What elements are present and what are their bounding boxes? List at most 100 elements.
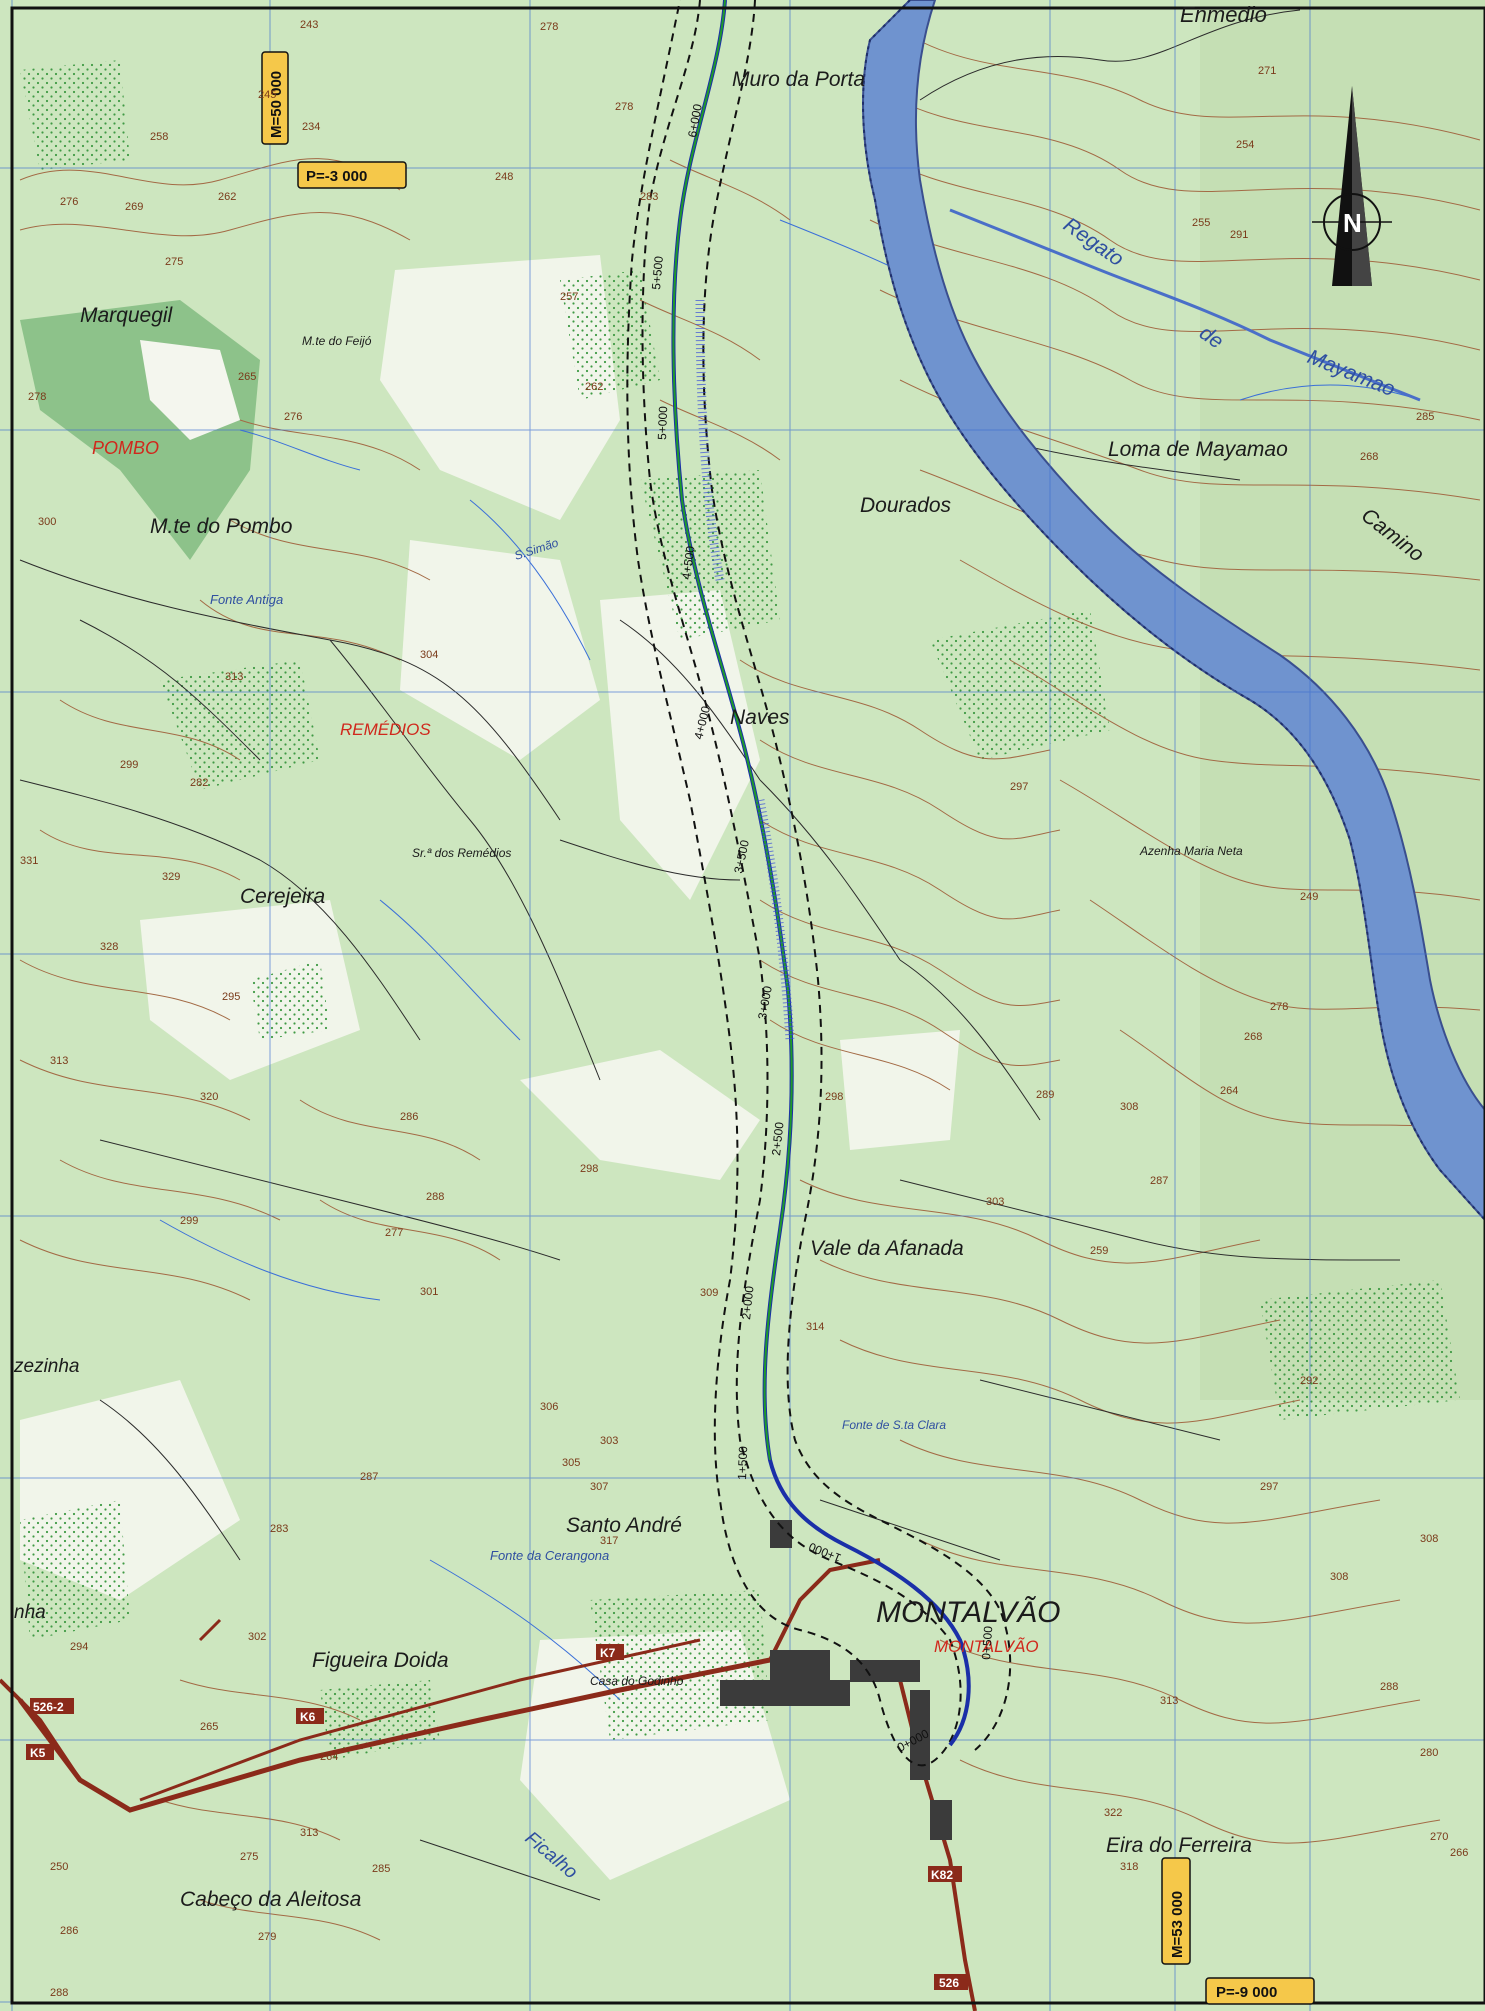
spot-height: 314 — [806, 1321, 824, 1333]
spot-height: 262 — [585, 381, 603, 393]
svg-text:3+000: 3+000 — [755, 985, 775, 1021]
north-letter: N — [1343, 208, 1362, 238]
spot-height: 285 — [1416, 411, 1434, 423]
spot-height: 287 — [360, 1471, 378, 1483]
svg-text:5+000: 5+000 — [655, 406, 670, 440]
spot-height: 305 — [562, 1457, 580, 1469]
svg-text:0+500: 0+500 — [979, 1625, 995, 1660]
north-arrow-icon: N — [1312, 86, 1392, 286]
spot-height: 328 — [100, 941, 118, 953]
spot-height: 269 — [125, 201, 143, 213]
spot-height: 294 — [70, 1641, 88, 1653]
spot-height: 288 — [50, 1987, 68, 1999]
spot-height: 249 — [1300, 891, 1318, 903]
svg-text:526-2: 526-2 — [33, 1700, 64, 1714]
tracks — [19, 9, 1401, 1901]
label-santo-andre: Santo André — [566, 1514, 682, 1537]
spot-height: 243 — [300, 19, 318, 31]
spot-height: 297 — [1010, 781, 1028, 793]
spot-height: 313 — [50, 1055, 68, 1067]
svg-text:1+500: 1+500 — [735, 1446, 750, 1480]
spot-height: 264 — [1220, 1085, 1238, 1097]
svg-text:K82: K82 — [931, 1868, 953, 1882]
spot-height: 262 — [218, 191, 236, 203]
svg-text:6+000: 6+000 — [685, 103, 705, 139]
label-fonte-cerangona: Fonte da Cerangona — [490, 1548, 609, 1563]
spot-height: 278 — [615, 101, 633, 113]
coord-label-p3: P=-3 000 — [297, 161, 407, 189]
spot-height: 295 — [222, 991, 240, 1003]
svg-text:M=50 000: M=50 000 — [268, 71, 285, 138]
spot-height: 329 — [162, 871, 180, 883]
spot-height: 303 — [986, 1196, 1004, 1208]
spot-height: 298 — [580, 1163, 598, 1175]
svg-text:3+500: 3+500 — [731, 838, 752, 874]
spot-height: 278 — [1270, 1001, 1288, 1013]
svg-text:5+500: 5+500 — [649, 255, 666, 290]
spot-height: 299 — [120, 759, 138, 771]
spot-height: 278 — [540, 21, 558, 33]
spot-height: 297 — [1260, 1481, 1278, 1493]
map-frame — [10, 6, 1485, 2005]
label-fonte-antiga: Fonte Antiga — [210, 592, 283, 607]
label-mte-feijo: M.te do Feijó — [302, 334, 372, 348]
svg-text:K7: K7 — [600, 1646, 616, 1660]
spot-height: 268 — [1244, 1031, 1262, 1043]
spot-height: 283 — [270, 1523, 288, 1535]
spot-height: 307 — [590, 1481, 608, 1493]
label-figueira-doida: Figueira Doida — [312, 1649, 449, 1672]
spot-height: 275 — [240, 1851, 258, 1863]
spot-height: 289 — [1036, 1089, 1054, 1101]
spot-height: 278 — [28, 391, 46, 403]
spot-height: 250 — [50, 1861, 68, 1873]
svg-text:2+500: 2+500 — [769, 1121, 786, 1156]
label-sra-dos-remedios: Sr.ª dos Remédios — [412, 846, 511, 860]
corridor-lines — [626, 0, 1012, 1767]
route-green-line — [672, 0, 793, 1461]
spot-height: 266 — [1450, 1847, 1468, 1859]
spot-height: 300 — [38, 516, 56, 528]
spot-height: 308 — [1420, 1533, 1438, 1545]
coord-label-m53: M=53 000 — [1161, 1857, 1191, 1965]
spot-height: 265 — [200, 1721, 218, 1733]
label-mte-pombo: M.te do Pombo — [150, 515, 293, 538]
spot-height: 308 — [1330, 1571, 1348, 1583]
reservoir — [862, 0, 1485, 1222]
spot-height: 282 — [190, 777, 208, 789]
svg-text:K6: K6 — [300, 1710, 316, 1724]
spot-height: 313 — [1160, 1695, 1178, 1707]
regato-stream — [949, 208, 1421, 402]
spot-height: 301 — [420, 1286, 438, 1298]
spot-height: 304 — [420, 649, 438, 661]
spot-height: 276 — [284, 411, 302, 423]
road-codes: K5 K6 K7 K82 526 526-2 — [26, 1644, 968, 1990]
label-muro-da-porta: Muro da Porta — [732, 68, 865, 91]
spot-height: 259 — [1090, 1245, 1108, 1257]
spot-height: 258 — [150, 131, 168, 143]
spot-height: 320 — [200, 1091, 218, 1103]
spot-height: 331 — [20, 855, 38, 867]
spot-height: 276 — [60, 196, 78, 208]
coord-label-p9: P=-9 000 — [1205, 1977, 1315, 2005]
spot-height: 291 — [1230, 229, 1248, 241]
label-casa-do-godinho: Casa do Godinho — [590, 1674, 684, 1688]
label-remedios: REMÉDIOS — [340, 720, 431, 739]
svg-text:2+000: 2+000 — [739, 1285, 756, 1320]
label-eira-do-ferreira: Eira do Ferreira — [1106, 1834, 1252, 1857]
label-fonte-sta-clara: Fonte de S.ta Clara — [842, 1418, 946, 1432]
pombo-clearing — [140, 340, 240, 440]
spot-height: 265 — [238, 371, 256, 383]
svg-text:526: 526 — [939, 1976, 959, 1990]
label-vale-da-afanada: Vale da Afanada — [810, 1237, 964, 1260]
spot-height: 313 — [225, 671, 243, 683]
svg-text:P=-9 000: P=-9 000 — [1216, 1984, 1277, 2001]
spot-height: 271 — [1258, 65, 1276, 77]
coord-label-m50: M=50 000 — [261, 51, 289, 145]
spot-height: 286 — [400, 1111, 418, 1123]
label-marquegil: Marquegil — [80, 304, 174, 327]
spot-height: 255 — [1192, 217, 1210, 229]
label-naves: Naves — [730, 706, 790, 729]
spot-height: 308 — [1120, 1101, 1138, 1113]
